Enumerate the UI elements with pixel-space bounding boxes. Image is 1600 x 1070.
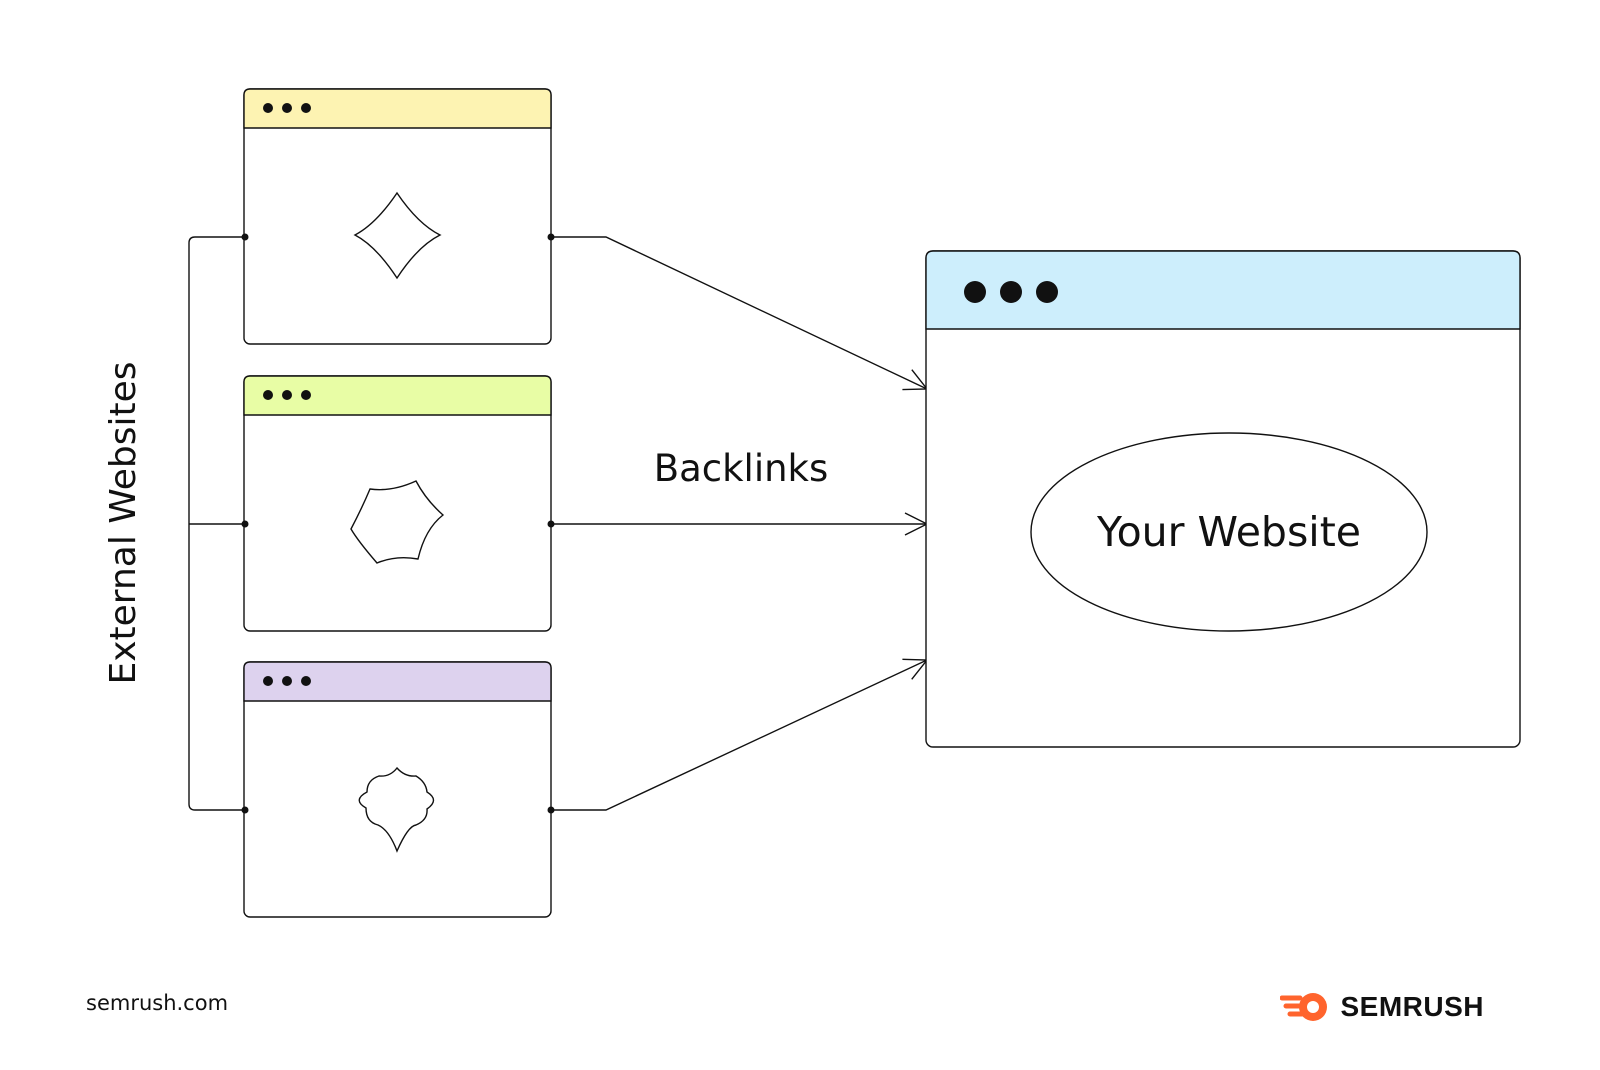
external-websites-label: External Websites	[103, 361, 144, 684]
your-website-header	[925, 250, 1521, 330]
window-1-dots-icon	[263, 103, 311, 113]
footer-url: semrush.com	[86, 991, 229, 1015]
eight-point-badge-icon	[358, 766, 435, 853]
external-website-window-3	[243, 661, 552, 918]
window-1-header	[243, 88, 552, 129]
semrush-brand: SEMRUSH	[1280, 990, 1484, 1024]
window-3-dots-icon	[263, 676, 311, 686]
your-website-ellipse	[1030, 432, 1428, 632]
window-2-dots-icon	[263, 390, 311, 400]
backlink-arrow-1	[551, 236, 927, 389]
your-website-window: Your Website	[925, 250, 1521, 748]
backlinks-label: Backlinks	[654, 447, 829, 490]
window-2-header	[243, 375, 552, 416]
backlink-arrow-3	[551, 660, 927, 811]
external-website-window-2	[243, 375, 552, 632]
six-point-star-icon	[350, 480, 445, 564]
external-website-window-1	[243, 88, 552, 345]
your-website-dots-icon	[964, 281, 1058, 303]
your-website-label: Your Website	[1096, 508, 1361, 556]
semrush-flame-icon	[1280, 993, 1328, 1021]
external-bracket	[188, 236, 245, 811]
four-point-star-icon	[353, 191, 442, 280]
window-3-header	[243, 661, 552, 702]
brand-name: SEMRUSH	[1340, 991, 1484, 1022]
backlink-arrows	[551, 236, 927, 811]
